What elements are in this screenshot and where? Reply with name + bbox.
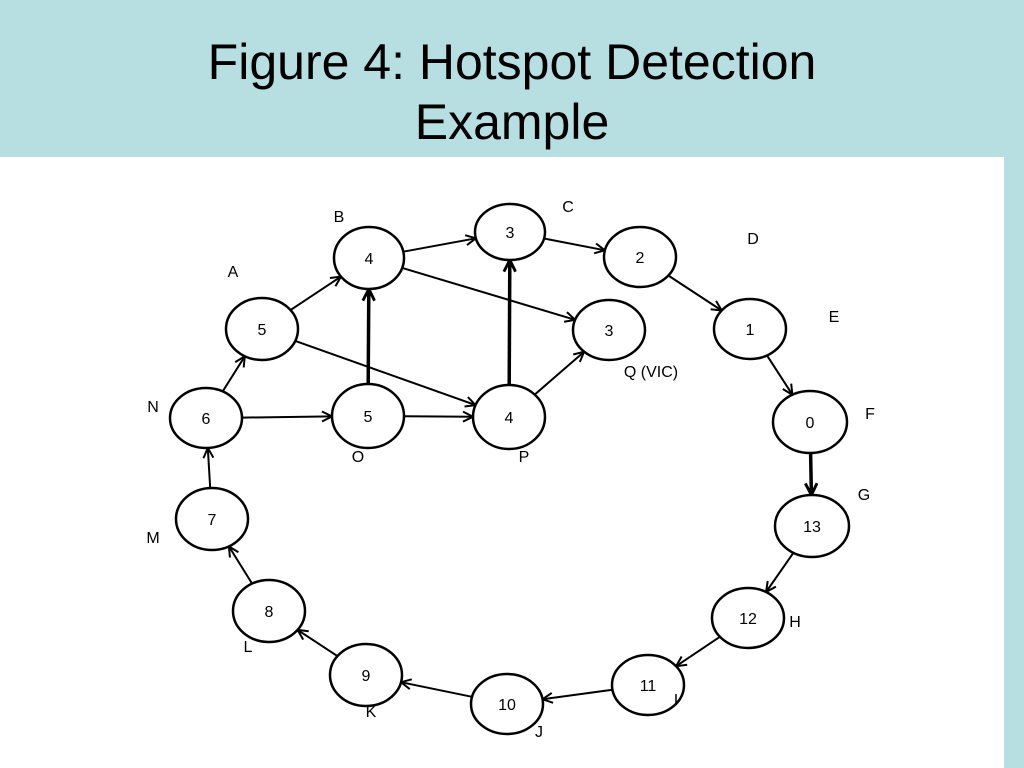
edge-k-to-l (298, 630, 338, 657)
node-label: M (146, 530, 159, 547)
edge-o-to-b (368, 289, 369, 385)
slide-title-line-2: Example (414, 94, 610, 150)
node-value: 11 (640, 678, 657, 695)
edge-e-to-f (766, 354, 792, 394)
node-a: 5A (224, 264, 300, 362)
node-circle (710, 586, 786, 650)
node-b: 4B (332, 209, 406, 291)
edge-p-to-c (509, 260, 510, 386)
node-circle (231, 578, 307, 644)
node-circle (168, 386, 244, 450)
edges-layer (208, 238, 812, 699)
node-circle (174, 486, 250, 552)
node-label: H (789, 614, 801, 631)
edge-b-to-c (403, 238, 476, 253)
node-value: 3 (605, 323, 614, 340)
node-circle (224, 296, 300, 362)
node-value: 0 (806, 415, 815, 432)
node-value: 8 (265, 604, 274, 621)
edge-m-to-n (208, 448, 210, 489)
node-c: 3C (473, 199, 574, 262)
slide-title: Figure 4: Hotspot Detection Example (0, 32, 1024, 152)
node-l: 8L (231, 578, 307, 656)
edge-c-to-d (543, 237, 605, 251)
slide-title-line-1: Figure 4: Hotspot Detection (207, 34, 817, 90)
node-e: 1E (712, 297, 840, 361)
edge-n-to-a (221, 356, 245, 392)
node-f: 0F (771, 389, 875, 455)
node-value: 3 (506, 225, 515, 242)
node-circle (330, 382, 406, 450)
node-label: B (334, 209, 345, 226)
node-label: G (858, 487, 870, 504)
node-value: 12 (739, 611, 757, 628)
edge-p-to-q (534, 352, 584, 396)
node-circle (602, 225, 678, 289)
node-n: 6N (147, 386, 244, 450)
node-label: D (747, 231, 759, 248)
node-label: K (366, 704, 377, 721)
node-value: 5 (364, 409, 373, 426)
node-d: 2D (602, 225, 759, 289)
node-circle (610, 653, 686, 717)
node-g: 13 G (773, 487, 870, 559)
node-value: 1 (746, 322, 755, 339)
edge-h-to-i (676, 635, 721, 666)
node-label: P (519, 449, 530, 466)
node-value: 7 (208, 512, 217, 529)
node-circle (712, 297, 788, 361)
node-value: 4 (505, 410, 514, 427)
node-h: 12 H (710, 586, 801, 650)
node-o: 5O (330, 382, 406, 466)
node-circle (771, 389, 849, 455)
node-p: 4P (471, 383, 547, 466)
edge-l-to-m (229, 546, 253, 585)
node-label: E (829, 309, 840, 326)
node-circle (328, 642, 404, 708)
edge-n-to-o (241, 416, 332, 417)
node-label: C (562, 199, 574, 216)
edge-i-to-j (543, 688, 613, 699)
node-i: 11I (610, 653, 686, 717)
node-value: 13 (803, 519, 821, 536)
edge-a-to-b (289, 277, 342, 311)
node-value: 2 (636, 250, 645, 267)
edge-j-to-k (401, 682, 473, 698)
node-label: A (228, 264, 239, 281)
node-circle (473, 202, 547, 262)
node-k: 9K (328, 642, 404, 721)
node-value: 5 (258, 322, 267, 339)
node-circle (773, 493, 851, 559)
node-value: 6 (202, 411, 211, 428)
node-q: 3 Q (VIC) (571, 298, 678, 381)
node-value: 10 (498, 697, 516, 714)
node-j: 10J (469, 672, 545, 741)
node-label: I (674, 692, 678, 709)
node-m: 7M (146, 486, 250, 552)
node-label: Q (VIC) (624, 364, 678, 381)
node-circle (571, 298, 647, 362)
edge-b-to-q (401, 266, 575, 320)
node-value: 9 (362, 668, 371, 685)
node-label: N (147, 399, 159, 416)
edge-f-to-g (811, 452, 812, 495)
node-circle (332, 225, 406, 291)
node-label: L (244, 639, 253, 656)
node-value: 4 (365, 251, 374, 268)
node-circle (471, 383, 547, 451)
node-circle (469, 672, 545, 736)
edge-a-to-p (294, 339, 475, 405)
edge-g-to-h (766, 552, 795, 592)
node-label: O (352, 449, 364, 466)
node-label: J (535, 724, 543, 741)
node-label: F (865, 406, 875, 423)
edge-d-to-e (667, 274, 721, 311)
